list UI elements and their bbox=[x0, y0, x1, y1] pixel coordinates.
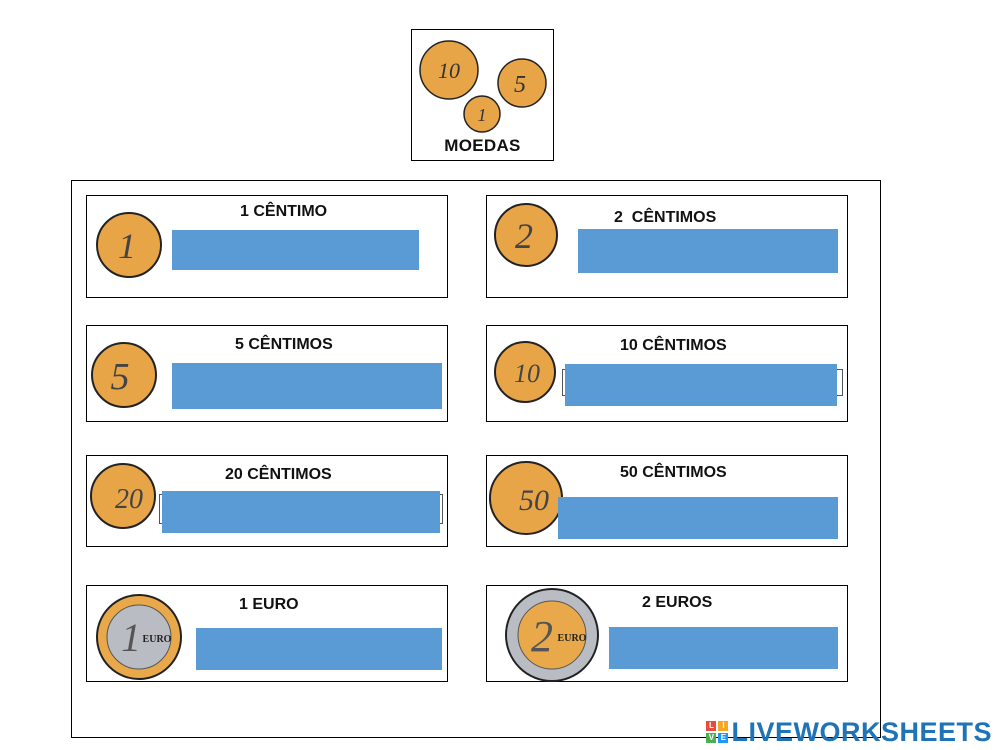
header-coin-face-b: 5 bbox=[514, 72, 526, 98]
coin-label: 2 CÊNTIMOS bbox=[614, 209, 717, 226]
coin-2-euros-icon: 2 EURO bbox=[505, 588, 599, 682]
coin-label: 2 EUROS bbox=[642, 594, 713, 611]
answer-field-2-centimos[interactable] bbox=[578, 229, 838, 273]
coin-5-centimos-icon: 5 bbox=[91, 342, 157, 408]
header-coin-face-a: 10 bbox=[438, 58, 460, 83]
coin-face-euro: EURO bbox=[558, 633, 587, 644]
coin-1-euro-icon: 1 EURO bbox=[96, 594, 182, 680]
coin-card-2-euros: 2 EURO 2 EUROS bbox=[486, 585, 848, 682]
coin-1-icon: 1 bbox=[463, 95, 501, 133]
coin-face-euro: EURO bbox=[143, 634, 172, 645]
coin-card-5-centimos: 5 5 CÊNTIMOS bbox=[86, 325, 448, 422]
coin-5-icon: 5 bbox=[497, 58, 547, 108]
coin-label: 10 CÊNTIMOS bbox=[620, 337, 727, 354]
logo-letter: L bbox=[706, 721, 717, 731]
brand-name: LIVEWORKSHEETS bbox=[731, 716, 992, 747]
coin-card-1-centimo: 1 1 CÊNTIMO bbox=[86, 195, 448, 298]
answer-field-50-centimos[interactable] bbox=[558, 497, 838, 539]
coin-face-e2: 2 bbox=[531, 612, 553, 661]
answer-field-1-centimo[interactable] bbox=[172, 230, 419, 270]
coin-face-c5: 5 bbox=[111, 356, 130, 398]
liveworksheets-logo[interactable]: L I V E LIVEWORKSHEETS bbox=[706, 716, 992, 748]
coin-50-centimos-icon: 50 bbox=[489, 461, 563, 535]
coin-label: 50 CÊNTIMOS bbox=[620, 464, 727, 481]
logo-mark-icon: L I V E bbox=[706, 721, 729, 743]
coin-label: 5 CÊNTIMOS bbox=[235, 336, 333, 353]
logo-letter: V bbox=[706, 733, 717, 743]
answer-field-20-centimos[interactable] bbox=[162, 491, 440, 533]
coin-2-centimos-icon: 2 bbox=[494, 203, 558, 267]
coin-label: 1 EURO bbox=[239, 596, 299, 613]
coin-label: 20 CÊNTIMOS bbox=[225, 466, 332, 483]
answer-field-1-euro[interactable] bbox=[196, 628, 442, 670]
coin-face-c1: 1 bbox=[118, 226, 136, 266]
coin-card-1-euro: 1 EURO 1 EURO bbox=[86, 585, 448, 682]
coin-20-centimos-icon: 20 bbox=[90, 463, 156, 529]
coin-card-20-centimos: 20 20 CÊNTIMOS bbox=[86, 455, 448, 547]
header-box: 10 5 1 MOEDAS bbox=[411, 29, 554, 161]
logo-letter: I bbox=[718, 721, 729, 731]
coin-10-centimos-icon: 10 bbox=[494, 341, 556, 403]
coin-face-c10: 10 bbox=[514, 359, 540, 388]
coin-face-c2: 2 bbox=[515, 216, 533, 256]
coin-card-2-centimos: 2 2 CÊNTIMOS bbox=[486, 195, 848, 298]
logo-letter: E bbox=[718, 733, 729, 743]
coin-10-icon: 10 bbox=[419, 40, 479, 100]
answer-field-10-centimos[interactable] bbox=[565, 364, 837, 406]
coin-card-50-centimos: 50 50 CÊNTIMOS bbox=[486, 455, 848, 547]
coin-1-centimo-icon: 1 bbox=[96, 212, 162, 278]
coin-label: 1 CÊNTIMO bbox=[240, 203, 328, 220]
worksheet-frame bbox=[71, 180, 881, 738]
header-coin-face-c: 1 bbox=[478, 105, 487, 125]
coin-face-c50: 50 bbox=[519, 484, 549, 517]
answer-field-2-euros[interactable] bbox=[609, 627, 838, 669]
coin-face-c20: 20 bbox=[115, 484, 143, 515]
page-title: MOEDAS bbox=[444, 136, 521, 155]
answer-field-5-centimos[interactable] bbox=[172, 363, 442, 409]
coin-face-e1: 1 bbox=[121, 615, 141, 660]
coin-card-10-centimos: 10 10 CÊNTIMOS bbox=[486, 325, 848, 422]
